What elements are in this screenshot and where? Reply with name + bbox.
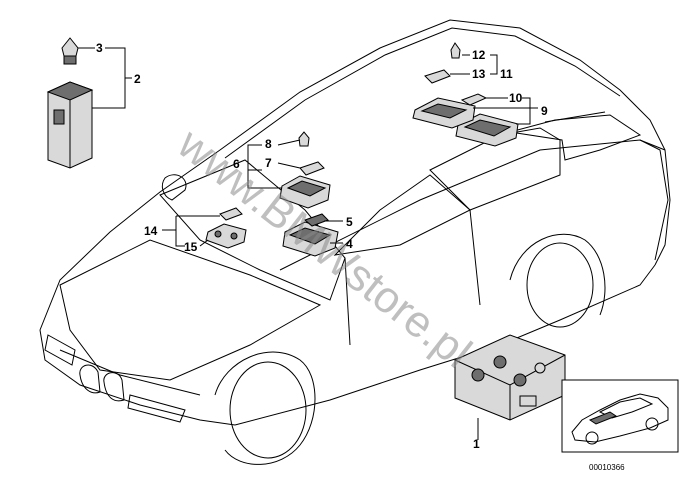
inset-thumbnail — [561, 379, 679, 453]
part-3-bulb — [61, 37, 79, 65]
diagram-reference-number: 00010366 — [589, 463, 625, 472]
part-11-bulb — [460, 93, 488, 106]
callout-9: 9 — [541, 104, 548, 118]
callout-14: 14 — [144, 224, 158, 238]
part-12-bulb — [450, 42, 461, 59]
part-9-light — [455, 113, 519, 147]
callout-labels: 1 2 3 4 5 6 7 8 9 10 11 12 13 14 15 — [96, 41, 548, 451]
callout-1: 1 — [473, 437, 480, 451]
callout-8: 8 — [265, 137, 272, 151]
callout-6: 6 — [233, 157, 240, 171]
callout-12: 12 — [472, 48, 486, 62]
part-13-bulb — [424, 69, 451, 84]
part-6-light — [279, 175, 331, 209]
part-1-box — [454, 334, 566, 421]
part-4-light — [282, 221, 339, 257]
callout-3: 3 — [96, 41, 103, 55]
leader-lines — [78, 47, 538, 440]
car-outline — [39, 19, 671, 465]
callout-5: 5 — [346, 215, 353, 229]
part-2-lamp — [46, 81, 94, 169]
part-8-bulb — [298, 131, 310, 147]
part-7-bulb — [299, 161, 325, 176]
part-14-bulb — [219, 207, 243, 221]
callout-2: 2 — [134, 72, 141, 86]
callout-10: 10 — [509, 91, 523, 105]
callout-4: 4 — [346, 237, 353, 251]
part-10-light — [412, 97, 476, 129]
callout-13: 13 — [472, 67, 486, 81]
part-15-light — [205, 223, 247, 249]
callout-7: 7 — [265, 156, 272, 170]
watermark-text: www.BMWstore.pl — [168, 119, 480, 378]
callout-11: 11 — [500, 67, 513, 81]
callout-15: 15 — [184, 240, 198, 254]
part-5-bulb — [304, 213, 329, 227]
